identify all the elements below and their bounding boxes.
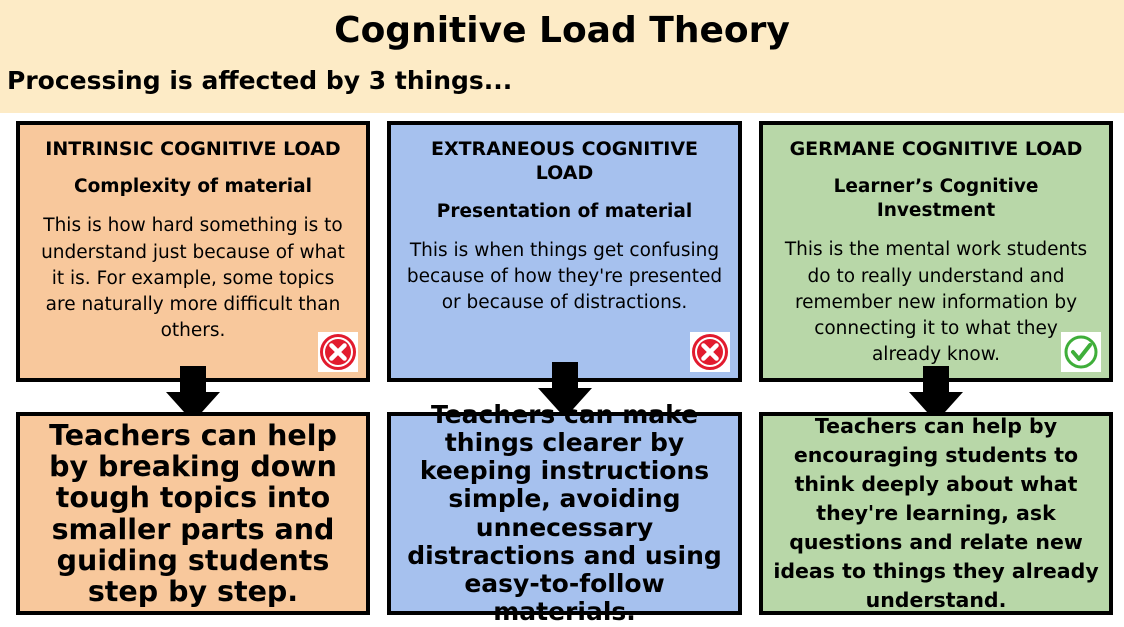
extraneous-teacher-box: Teachers can make things clearer by keep… — [387, 400, 742, 626]
box-subheading: Presentation of material — [436, 200, 693, 222]
down-arrow-icon — [166, 366, 220, 422]
teacher-strategy-text: Teachers can help by breaking down tough… — [49, 419, 337, 608]
check-icon — [1061, 332, 1101, 372]
intrinsic-teacher-box: Teachers can help by breaking down tough… — [16, 412, 370, 615]
extraneous-load-box: EXTRANEOUS COGNITIVE LOAD Presentation o… — [387, 121, 742, 382]
box-heading: GERMANE COGNITIVE LOAD — [789, 138, 1083, 160]
box-subheading: Learner’s Cognitive Investment — [833, 176, 1039, 222]
box-description: This is when things get confusing becaus… — [406, 239, 723, 314]
page-subtitle: Processing is affected by 3 things... — [7, 66, 513, 95]
box-description: This is how hard something is to underst… — [41, 215, 345, 342]
box-subheading: Complexity of material — [74, 176, 312, 198]
teacher-strategy-text: Teachers can make things clearer by keep… — [407, 399, 722, 627]
page-title: Cognitive Load Theory — [334, 10, 790, 51]
intrinsic-load-box: INTRINSIC COGNITIVE LOAD Complexity of m… — [16, 121, 370, 382]
teacher-strategy-text: Teachers can help by encouraging student… — [773, 414, 1099, 612]
header-banner: Cognitive Load Theory Processing is affe… — [0, 0, 1124, 113]
box-heading: INTRINSIC COGNITIVE LOAD — [45, 138, 341, 160]
down-arrow-icon — [909, 366, 963, 422]
down-arrow-icon — [538, 362, 592, 418]
germane-load-box: GERMANE COGNITIVE LOAD Learner’s Cogniti… — [759, 121, 1113, 382]
germane-teacher-box: Teachers can help by encouraging student… — [759, 412, 1113, 615]
box-description: This is the mental work students do to r… — [784, 239, 1088, 366]
cross-icon — [690, 332, 730, 372]
box-heading: EXTRANEOUS COGNITIVE LOAD — [430, 138, 699, 185]
cross-icon — [318, 332, 358, 372]
